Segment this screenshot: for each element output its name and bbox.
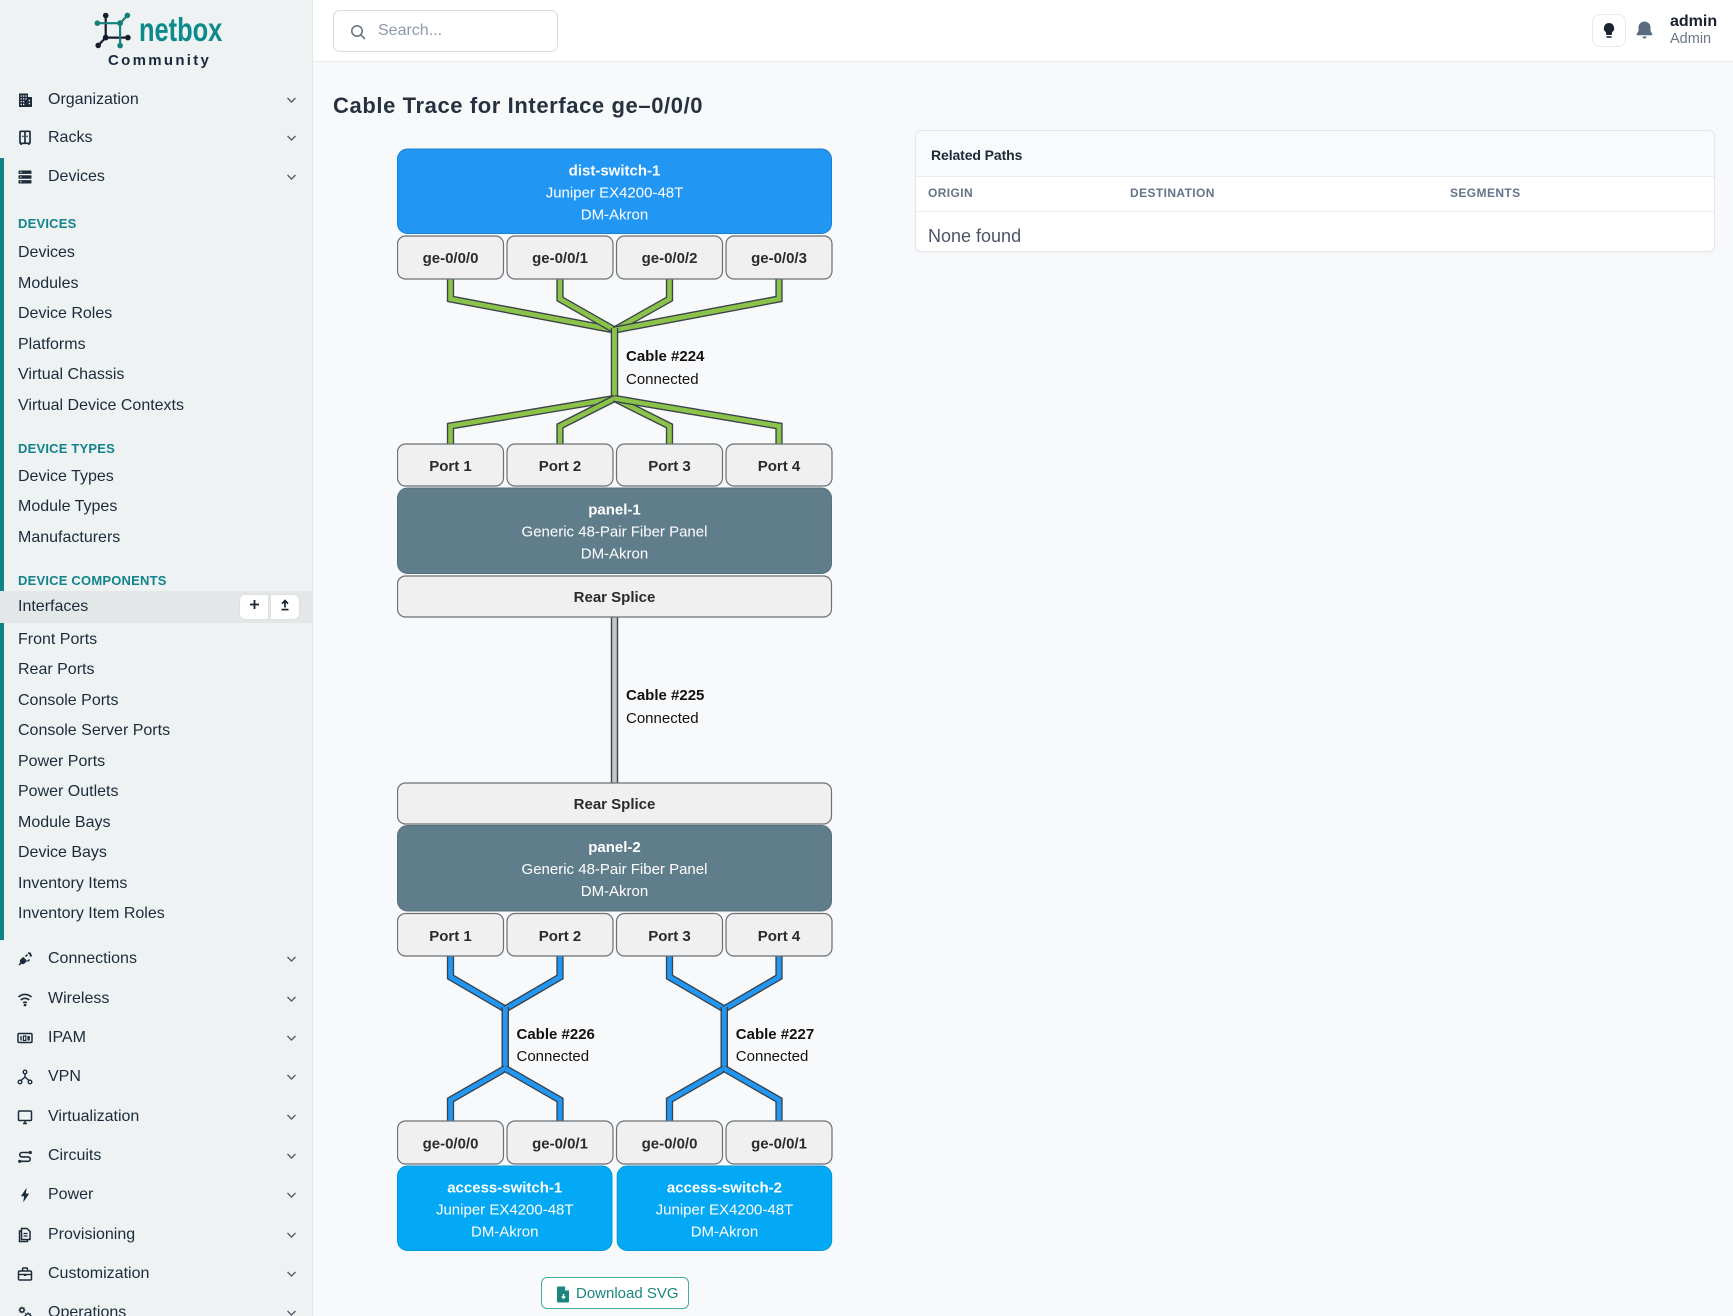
svg-text:Generic 48-Pair Fiber Panel: Generic 48-Pair Fiber Panel: [522, 524, 708, 541]
svg-text:Port 4: Port 4: [758, 458, 801, 475]
svg-text:DM-Akron: DM-Akron: [581, 207, 649, 224]
svg-text:ge-0/0/2: ge-0/0/2: [642, 250, 698, 267]
svg-text:ge-0/0/1: ge-0/0/1: [532, 250, 588, 267]
svg-text:Generic 48-Pair Fiber Panel: Generic 48-Pair Fiber Panel: [522, 861, 708, 878]
svg-text:DM-Akron: DM-Akron: [581, 546, 649, 563]
svg-text:DM-Akron: DM-Akron: [691, 1224, 759, 1241]
svg-text:Cable #226: Cable #226: [517, 1026, 595, 1043]
svg-text:Port 3: Port 3: [648, 458, 691, 475]
svg-text:ge-0/0/3: ge-0/0/3: [751, 250, 807, 267]
svg-text:Rear Splice: Rear Splice: [574, 796, 656, 813]
svg-text:Port 4: Port 4: [758, 928, 801, 945]
svg-text:DM-Akron: DM-Akron: [581, 883, 649, 900]
svg-text:dist-switch-1: dist-switch-1: [569, 163, 661, 180]
svg-text:DM-Akron: DM-Akron: [471, 1224, 539, 1241]
svg-text:Juniper EX4200-48T: Juniper EX4200-48T: [546, 185, 684, 202]
svg-text:panel-2: panel-2: [588, 839, 641, 856]
svg-text:ge-0/0/0: ge-0/0/0: [423, 250, 479, 267]
svg-text:Connected: Connected: [626, 371, 699, 388]
svg-text:Connected: Connected: [736, 1048, 809, 1065]
svg-text:Cable #227: Cable #227: [736, 1026, 814, 1043]
svg-text:Cable #224: Cable #224: [626, 348, 705, 365]
svg-text:access-switch-1: access-switch-1: [447, 1180, 562, 1197]
svg-text:Juniper EX4200-48T: Juniper EX4200-48T: [436, 1202, 574, 1219]
svg-text:Rear Splice: Rear Splice: [574, 589, 656, 606]
svg-text:Port 2: Port 2: [539, 928, 582, 945]
svg-text:ge-0/0/1: ge-0/0/1: [532, 1136, 588, 1153]
svg-text:ge-0/0/1: ge-0/0/1: [751, 1136, 807, 1153]
svg-text:ge-0/0/0: ge-0/0/0: [642, 1136, 698, 1153]
svg-text:Port 3: Port 3: [648, 928, 691, 945]
svg-text:Port 2: Port 2: [539, 458, 582, 475]
svg-text:Connected: Connected: [517, 1048, 590, 1065]
svg-text:access-switch-2: access-switch-2: [667, 1180, 782, 1197]
svg-text:Port 1: Port 1: [429, 928, 472, 945]
svg-text:Connected: Connected: [626, 710, 699, 727]
svg-text:panel-1: panel-1: [588, 502, 641, 519]
svg-text:Port 1: Port 1: [429, 458, 472, 475]
svg-text:Juniper EX4200-48T: Juniper EX4200-48T: [656, 1202, 794, 1219]
svg-text:Cable #225: Cable #225: [626, 687, 704, 704]
svg-text:ge-0/0/0: ge-0/0/0: [423, 1136, 479, 1153]
